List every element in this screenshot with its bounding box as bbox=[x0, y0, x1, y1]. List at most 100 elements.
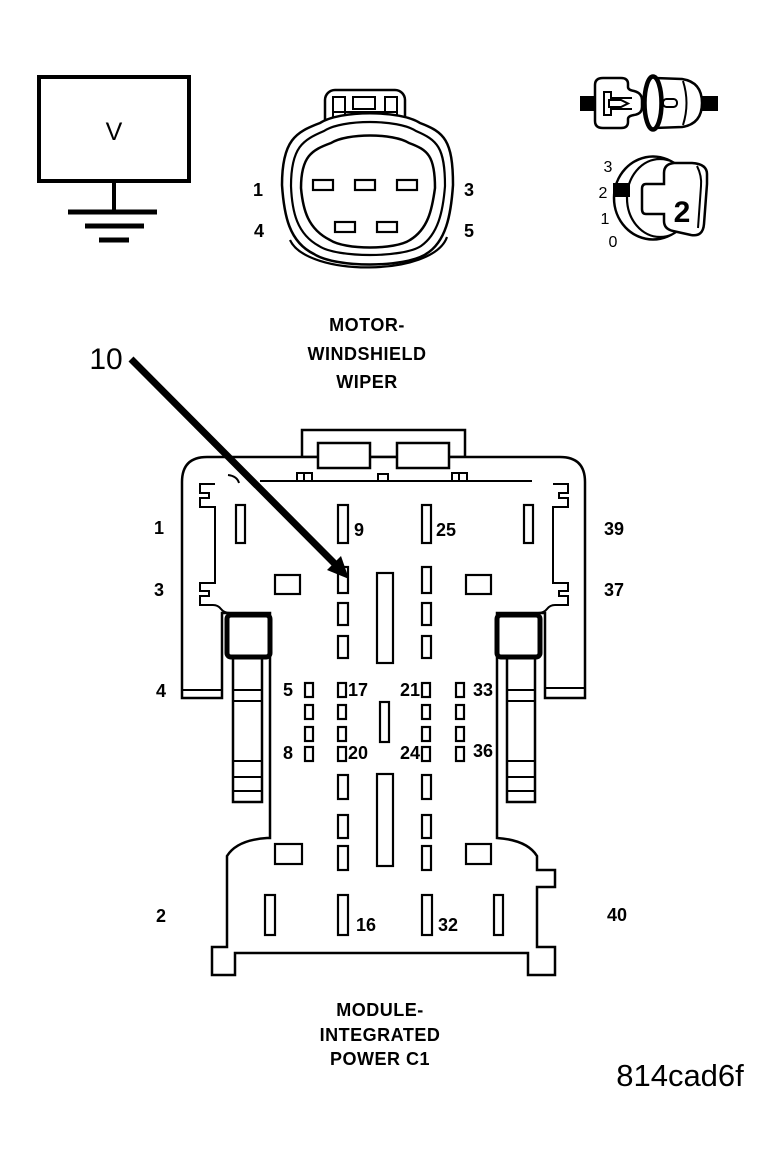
gauge-tag-edge bbox=[696, 165, 703, 229]
mounting-rail-right bbox=[505, 655, 537, 804]
key-profile-left bbox=[199, 483, 231, 614]
gauge-scale-3: 3 bbox=[604, 159, 613, 176]
wiper-title-line1: MOTOR- bbox=[329, 315, 405, 335]
ground-icon bbox=[68, 209, 157, 243]
ipm-pin-3: 3 bbox=[154, 580, 164, 600]
ipm-pin-40: 40 bbox=[607, 905, 627, 925]
ipm-pin-4: 4 bbox=[156, 681, 166, 701]
pin-slot bbox=[311, 178, 335, 192]
pin-slot bbox=[263, 893, 277, 937]
index-square bbox=[273, 573, 302, 596]
inner-rail-hook bbox=[227, 474, 240, 484]
mounting-bolt-left bbox=[224, 612, 273, 660]
wiper-title-line3: WIPER bbox=[336, 372, 398, 392]
pin-slot bbox=[336, 634, 350, 660]
terminal-pair bbox=[580, 74, 718, 132]
terminal-gauge: 3 2 1 0 2 bbox=[599, 155, 709, 251]
pin-slot bbox=[522, 503, 535, 545]
ipm-pin-8: 8 bbox=[283, 743, 293, 763]
key-profile-right bbox=[537, 483, 569, 614]
ipm-title-line3: POWER C1 bbox=[330, 1049, 430, 1069]
small-pin-grid bbox=[303, 681, 466, 763]
gauge-scale-1: 1 bbox=[601, 211, 610, 228]
pin-slot bbox=[420, 503, 433, 545]
ipm-pin-9: 9 bbox=[354, 520, 364, 540]
wiper-title-line2: WINDSHIELD bbox=[308, 344, 427, 364]
ipm-connector: 1 3 4 2 39 37 40 9 25 5 8 17 20 21 24 33… bbox=[154, 428, 627, 1069]
ipm-pin-37: 37 bbox=[604, 580, 624, 600]
center-key-slot bbox=[375, 772, 395, 868]
pin-slot bbox=[336, 503, 350, 545]
ipm-pin-2: 2 bbox=[156, 906, 166, 926]
mounting-rail-left bbox=[231, 655, 264, 804]
ipm-pin-33: 33 bbox=[473, 680, 493, 700]
ipm-pin-21: 21 bbox=[400, 680, 420, 700]
pin-slot bbox=[420, 634, 433, 660]
index-square bbox=[464, 842, 493, 866]
wiper-pin-3: 3 bbox=[464, 180, 474, 200]
key-bump bbox=[377, 473, 389, 482]
wiper-pin-1: 1 bbox=[253, 180, 263, 200]
female-terminal-contour bbox=[682, 80, 688, 126]
pin-slot bbox=[420, 893, 434, 937]
pin-slot bbox=[375, 220, 399, 234]
pin-slot bbox=[395, 178, 419, 192]
voltmeter-box bbox=[37, 75, 191, 183]
pin-slot bbox=[336, 773, 350, 801]
ipm-pin-17: 17 bbox=[348, 680, 368, 700]
ipm-pin-39: 39 bbox=[604, 519, 624, 539]
voltmeter-label: V bbox=[106, 118, 123, 146]
voltmeter-symbol: V bbox=[37, 75, 191, 243]
ipm-pin-36: 36 bbox=[473, 741, 493, 761]
female-terminal-slot bbox=[662, 98, 678, 108]
ipm-pin-16: 16 bbox=[356, 915, 376, 935]
pin-slot bbox=[420, 844, 433, 872]
connector-body bbox=[180, 455, 587, 977]
pin-slot bbox=[336, 601, 350, 627]
male-terminal-blade bbox=[603, 91, 632, 116]
gauge-marker bbox=[613, 183, 630, 197]
tab-window bbox=[395, 441, 451, 470]
mounting-bolt-right bbox=[494, 612, 543, 660]
wiper-pin-cavities bbox=[311, 178, 419, 234]
ipm-pin-24: 24 bbox=[400, 743, 420, 763]
index-square bbox=[464, 573, 493, 596]
wire-stub bbox=[702, 96, 718, 111]
callout-arrow-shaft bbox=[128, 356, 339, 568]
male-terminal-tongue bbox=[608, 99, 631, 108]
pin-slot bbox=[353, 178, 377, 192]
tab-window bbox=[316, 441, 372, 470]
index-square bbox=[273, 842, 304, 866]
pin-slot bbox=[420, 601, 433, 627]
gauge-size-tag bbox=[640, 161, 709, 237]
callout-label: 10 bbox=[89, 343, 122, 376]
pin-slot bbox=[492, 893, 505, 937]
pin-slot bbox=[336, 844, 350, 872]
male-terminal-body bbox=[593, 76, 644, 130]
wiper-motor-connector: 1 3 4 5 MOTOR- WINDSHIELD WIPER bbox=[253, 88, 474, 392]
pin-slot bbox=[336, 893, 350, 937]
connector-body-mid bbox=[289, 120, 447, 257]
connector-face bbox=[299, 134, 437, 249]
callout-10: 10 bbox=[89, 343, 349, 579]
wiper-pin-5: 5 bbox=[464, 221, 474, 241]
ipm-pin-25: 25 bbox=[436, 520, 456, 540]
ipm-title-line2: INTEGRATED bbox=[320, 1025, 441, 1045]
ipm-title-line1: MODULE- bbox=[336, 1000, 424, 1020]
pin-slot bbox=[420, 773, 433, 801]
ipm-pin-20: 20 bbox=[348, 743, 368, 763]
pin-slot bbox=[420, 565, 433, 595]
ipm-pin-32: 32 bbox=[438, 915, 458, 935]
gauge-scale-0: 0 bbox=[609, 234, 618, 251]
key-bump bbox=[458, 472, 468, 482]
gauge-size-label: 2 bbox=[674, 196, 691, 229]
ipm-pin-5: 5 bbox=[283, 680, 293, 700]
gauge-scale-2: 2 bbox=[599, 185, 608, 202]
connector-flange-arc bbox=[289, 236, 449, 269]
figure-code: 814cad6f bbox=[616, 1058, 744, 1093]
pin-slot bbox=[336, 813, 350, 840]
center-key-slot bbox=[375, 571, 395, 665]
callout-arrowhead-icon bbox=[327, 556, 349, 579]
